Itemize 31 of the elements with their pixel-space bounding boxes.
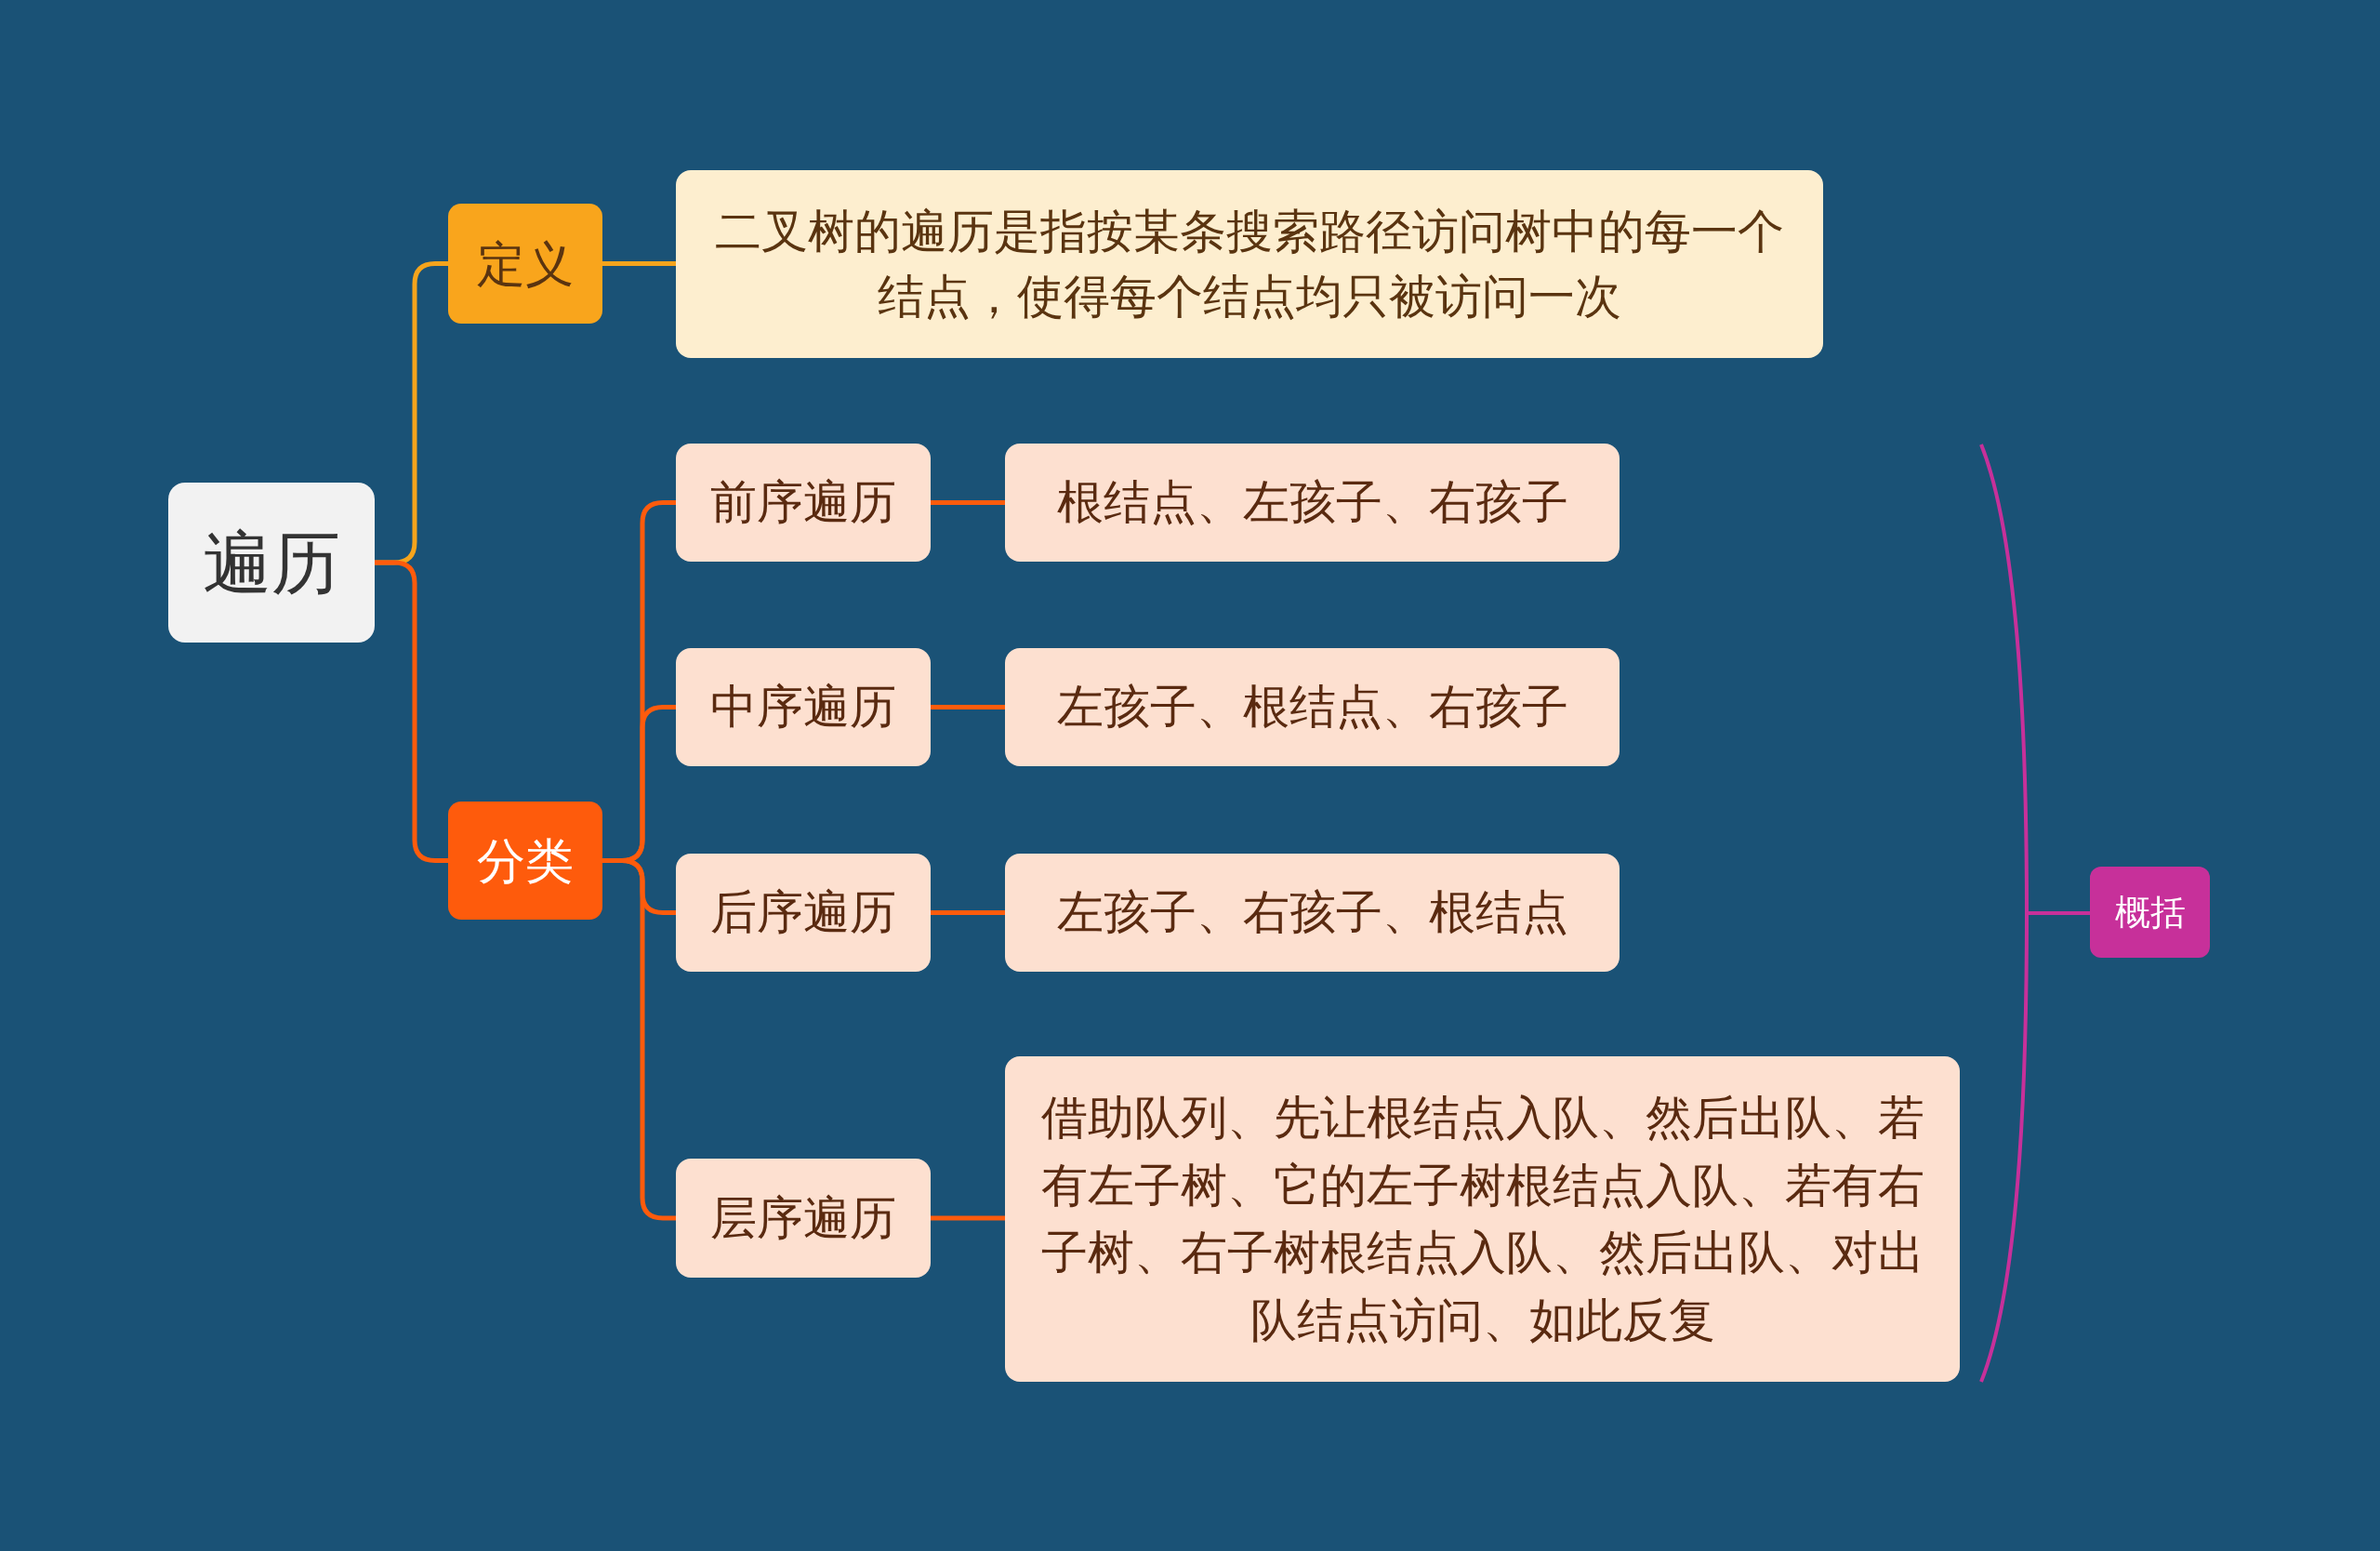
node-text: 后序遍历 [710, 884, 896, 942]
node-text: 借助队列、先让根结点入队、然后出队、若有左子树、它的左子树根结点入队、若有右子树、右子树根结点入队、然后出队、对出队结点访问、如此反复 [1039, 1090, 1925, 1349]
summary-box [2090, 867, 2210, 958]
connector-line [602, 261, 676, 266]
connector-line [931, 910, 1005, 915]
node-text: 左孩子、根结点、右孩子 [1056, 679, 1568, 736]
subtopic-box [1005, 444, 1620, 562]
root-topic-box [168, 483, 375, 643]
topic-box [448, 802, 602, 920]
node-text: 中序遍历 [710, 679, 896, 736]
connector-line [931, 500, 1005, 505]
node-text: 遍历 [203, 521, 340, 604]
subtopic-box [676, 1159, 931, 1278]
connector-line [931, 705, 1005, 709]
node-text: 根结点、左孩子、右孩子 [1056, 474, 1568, 532]
node-text: 分类 [477, 831, 574, 891]
connector-line [931, 1215, 1005, 1221]
topic-box [448, 204, 602, 324]
subtopic-box [676, 854, 931, 972]
node-text: 前序遍历 [710, 474, 896, 532]
subtopic-box [1005, 854, 1620, 972]
node-text: 左孩子、右孩子、根结点 [1056, 884, 1568, 942]
subtopic-box [1005, 648, 1620, 766]
subtopic-box [1005, 1056, 1960, 1382]
subtopic-box [676, 444, 931, 562]
subtopic-box [676, 170, 1823, 358]
node-text: 概括 [2114, 890, 2186, 935]
node-text: 定义 [477, 234, 574, 294]
node-text: 层序遍历 [710, 1189, 896, 1247]
subtopic-box [676, 648, 931, 766]
node-text: 二叉树的遍历是指按某条搜索路径访问树中的每一个结点，使得每个结点均只被访问一次 [714, 204, 1785, 325]
